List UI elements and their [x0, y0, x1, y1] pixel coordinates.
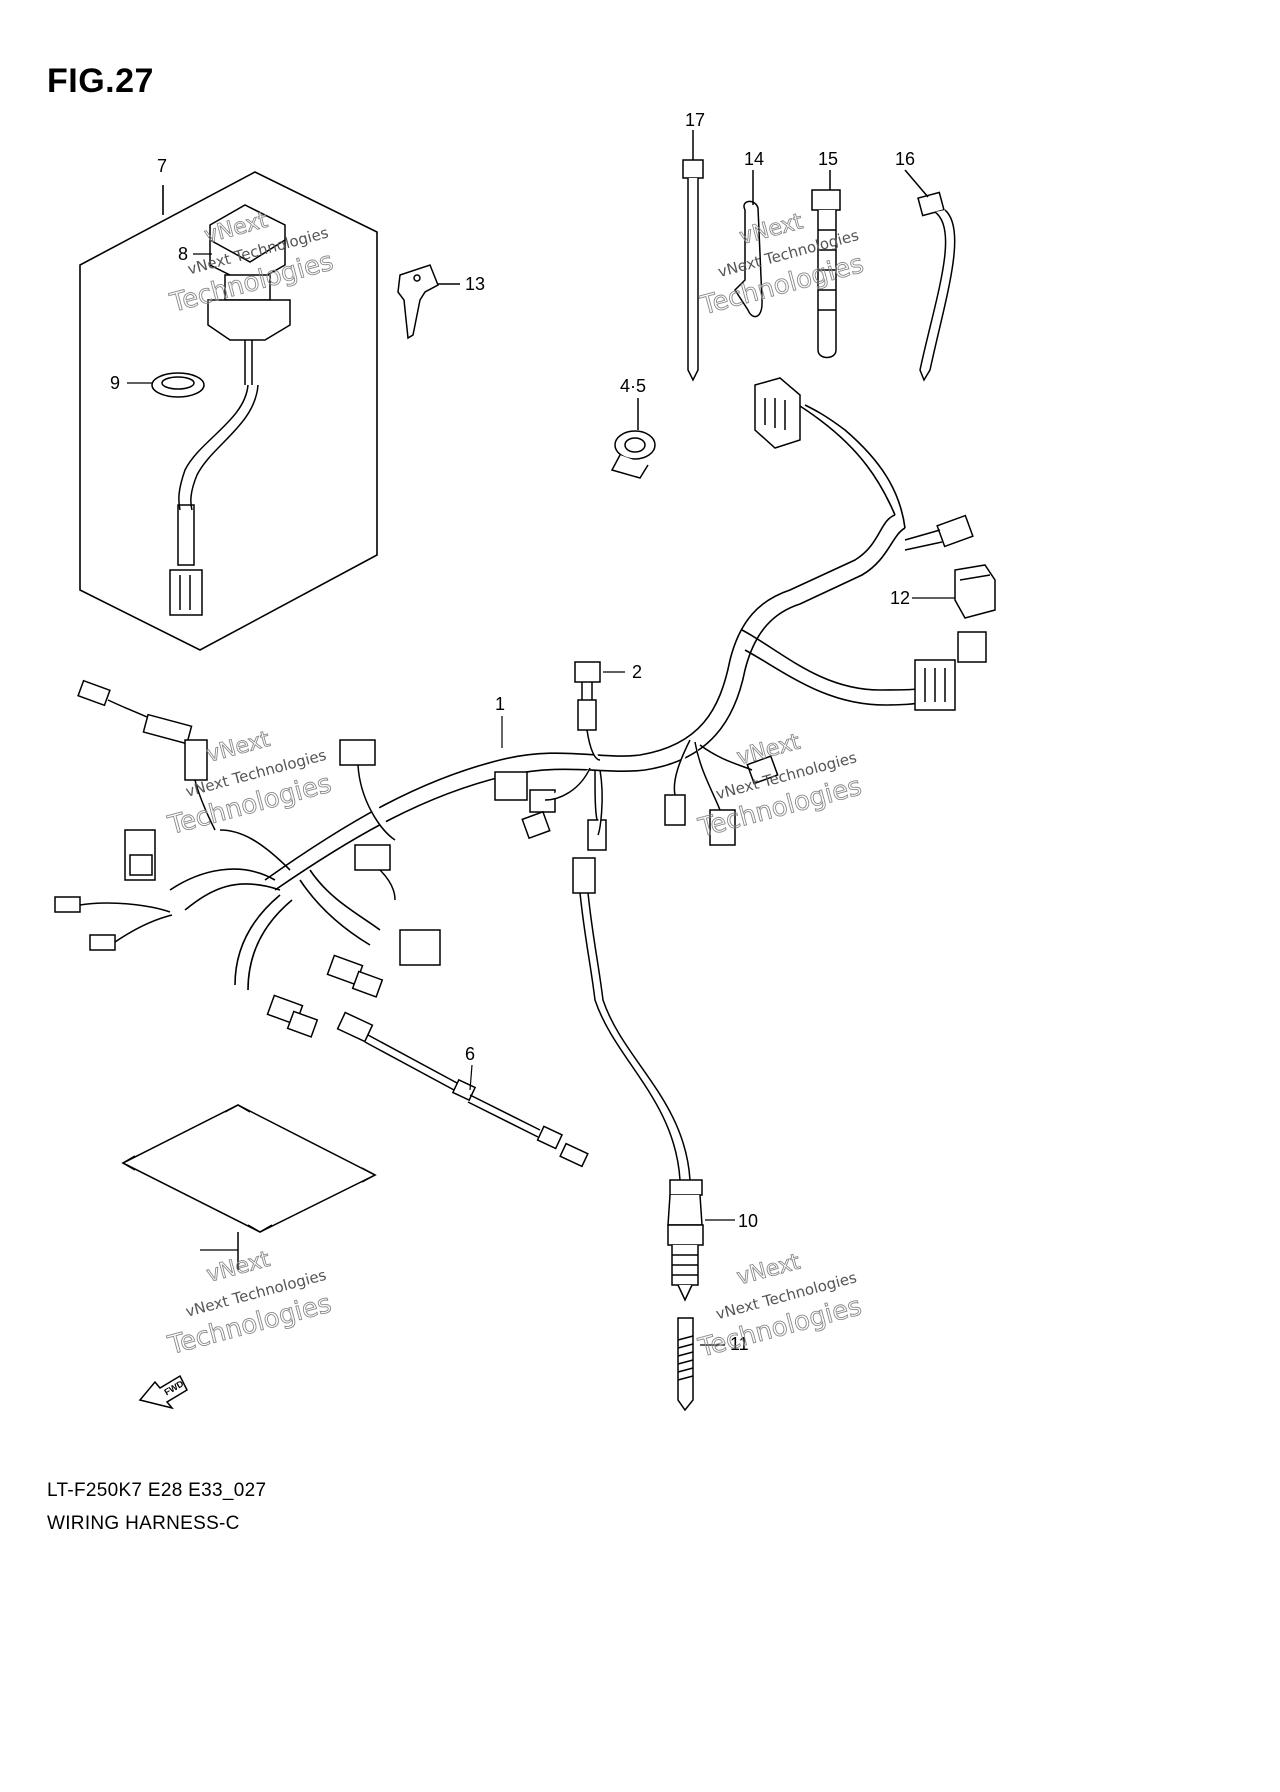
watermark-top-right: vNext vNext Technologies Technologies	[696, 209, 867, 322]
model-code-caption: LT-F250K7 E28 E33_027	[47, 1480, 267, 1501]
callout-10: 10	[738, 1211, 758, 1231]
cable-tie-15	[811, 170, 841, 359]
probe-part-11	[677, 1317, 694, 1412]
small-connector-part-2	[574, 661, 601, 761]
callout-8: 8	[178, 244, 188, 264]
figure-title: FIG.27	[47, 62, 154, 100]
callout-labels: 1 2 4·5 6 7 8 9 10 11 12 13 14 15 16 17	[110, 110, 915, 1354]
callout-11: 11	[730, 1334, 749, 1354]
center-right-connectors	[664, 739, 779, 846]
main-wiring-harness	[169, 394, 949, 991]
watermark-bottom-right: vNext vNext Technologies Technologies	[694, 1249, 865, 1364]
center-connectors	[494, 767, 607, 851]
ignition-switch-group-box	[79, 171, 378, 651]
cable-tie-16	[904, 169, 956, 382]
ignition-key	[397, 264, 460, 340]
left-harness-connectors	[54, 679, 441, 1038]
ignition-switch	[207, 204, 291, 385]
callout-17: 17	[685, 110, 705, 130]
callout-13: 13	[465, 274, 485, 294]
cable-tie-17	[682, 130, 704, 382]
switch-wire-lead	[169, 384, 259, 616]
harness-clamp	[610, 398, 656, 479]
small-connector-upper-right	[904, 514, 974, 551]
callout-2: 2	[632, 662, 642, 682]
relay-part-12	[954, 564, 996, 619]
multi-pin-connector-upper	[754, 377, 801, 449]
forward-direction-arrow: FWD	[138, 1374, 188, 1410]
diagram-name-caption: WIRING HARNESS-C	[47, 1513, 240, 1534]
callout-6: 6	[465, 1044, 475, 1064]
callout-14: 14	[744, 149, 764, 169]
lead-wire-part-6	[336, 1011, 589, 1168]
ring-nut	[151, 372, 205, 398]
callout-15: 15	[818, 149, 838, 169]
callout-16: 16	[895, 149, 915, 169]
callout-12: 12	[890, 588, 910, 608]
callout-1: 1	[495, 694, 505, 714]
callout-7: 7	[157, 156, 167, 176]
connector-cluster-right	[914, 631, 987, 711]
callout-4-5: 4·5	[620, 376, 646, 396]
watermark-bottom-left: vNext vNext Technologies Technologies	[164, 1246, 335, 1361]
callout-9: 9	[110, 373, 120, 393]
protective-sheet	[121, 1104, 377, 1270]
cable-tie-14	[734, 170, 763, 318]
sensor-part-10	[572, 857, 704, 1302]
callout-leaders	[127, 253, 955, 1346]
